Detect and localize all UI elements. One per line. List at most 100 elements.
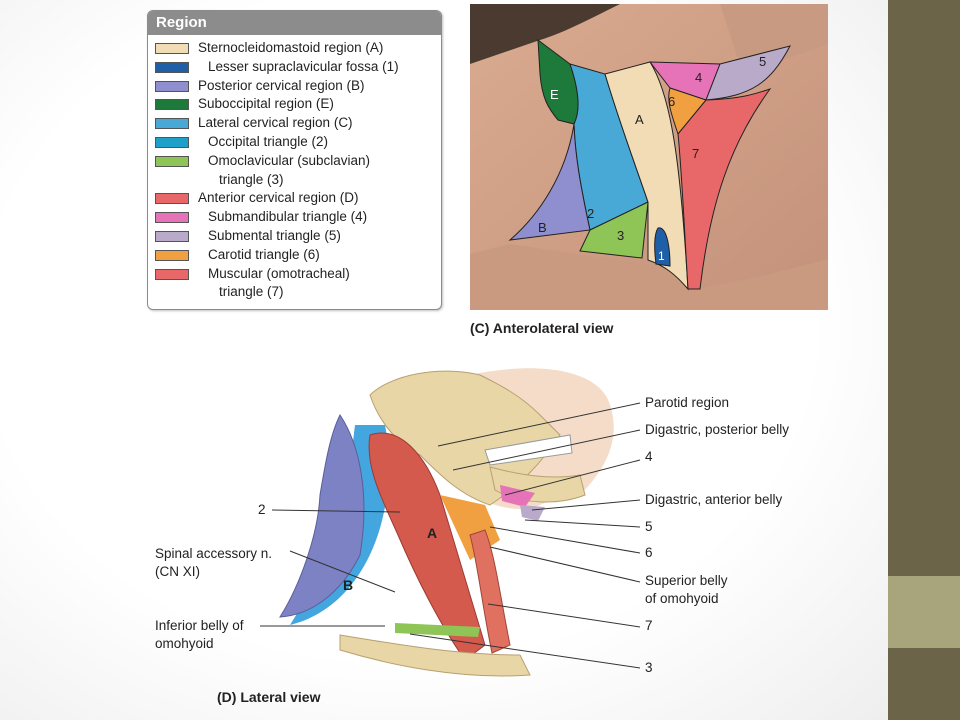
legend-label-text: Occipital triangle (2) xyxy=(208,133,329,149)
legend-swatch xyxy=(155,136,189,148)
label-1: 1 xyxy=(658,249,665,263)
annotation-7: 7 xyxy=(645,618,653,633)
legend-swatch xyxy=(155,212,189,224)
label-4: 4 xyxy=(695,70,702,85)
legend-item: Suboccipital region (E) xyxy=(155,95,441,114)
legend-label-text: Carotid triangle (6) xyxy=(208,246,320,262)
legend-label: Submental triangle (5) xyxy=(208,227,341,246)
legend-label: Omoclavicular (subclavian) triangle (3) xyxy=(208,152,370,190)
side-strip-top xyxy=(888,0,960,576)
lateral-caption: (D) Lateral view xyxy=(217,689,321,705)
legend-swatch xyxy=(155,43,189,54)
annotation-superior-omohyoid: Superior belly of omohyoid xyxy=(645,572,728,608)
legend-label: Anterior cervical region (D) xyxy=(198,189,359,208)
label-b: B xyxy=(538,220,547,235)
anterolateral-view: E A B 2 3 1 4 5 6 7 xyxy=(470,4,828,310)
annotation-3: 3 xyxy=(645,660,653,675)
legend-label-text: Lesser supraclavicular fossa (1) xyxy=(208,58,399,74)
annotation-spinal-accessory-line1: Spinal accessory n. xyxy=(155,546,273,561)
legend-label: Sternocleidomastoid region (A) xyxy=(198,39,383,58)
annotation-4: 4 xyxy=(645,449,653,464)
legend-label-continuation: triangle (3) xyxy=(219,171,284,187)
omoclavicular-triangle xyxy=(395,623,480,637)
legend-label: Lesser supraclavicular fossa (1) xyxy=(208,58,399,77)
legend-swatch xyxy=(155,230,189,242)
legend-label-text: Submandibular triangle (4) xyxy=(208,209,368,225)
annotation-5: 5 xyxy=(645,519,653,534)
annotation-inferior-omohyoid: Inferior belly of omohyoid xyxy=(155,617,244,653)
hair xyxy=(470,4,620,64)
legend-label-text: Anterior cervical region (D) xyxy=(198,190,359,206)
legend-swatch xyxy=(155,193,189,205)
label-3: 3 xyxy=(617,228,624,243)
legend-title: Region xyxy=(148,11,441,35)
label-e: E xyxy=(550,87,559,102)
legend-label-text: Submental triangle (5) xyxy=(208,227,341,243)
legend-swatch xyxy=(155,155,189,167)
label-5: 5 xyxy=(759,54,766,69)
legend-label: Muscular (omotracheal)triangle (7) xyxy=(208,265,350,303)
side-strip-bottom xyxy=(888,648,960,720)
legend-item: Sternocleidomastoid region (A) xyxy=(155,39,441,58)
legend-item: Lesser supraclavicular fossa (1) xyxy=(155,58,441,77)
label-7: 7 xyxy=(692,146,699,161)
annotation-digastric-anterior: Digastric, anterior belly xyxy=(645,492,783,507)
posterior-cervical-region-b xyxy=(508,123,591,241)
legend-label: Suboccipital region (E) xyxy=(198,95,334,114)
legend-list: Sternocleidomastoid region (A) Lesser sup… xyxy=(148,35,441,302)
annotation-spinal-accessory: Spinal accessory n. (CN XI) xyxy=(155,545,272,581)
annotation-parotid-region: Parotid region xyxy=(645,395,730,410)
muscular-triangle-7 xyxy=(677,88,772,290)
legend-swatch xyxy=(155,61,189,73)
legend-item: Muscular (omotracheal)triangle (7) xyxy=(155,265,441,303)
lateral-label-b: B xyxy=(343,577,353,593)
jaw xyxy=(720,4,828,66)
legend-label-text: Lateral cervical region (C) xyxy=(198,115,353,131)
submental-triangle xyxy=(520,505,545,521)
legend-label-text: Omoclavicular (subclavian) xyxy=(208,152,371,168)
legend-item: Omoclavicular (subclavian) triangle (3) xyxy=(155,152,441,190)
legend-item: Posterior cervical region (B) xyxy=(155,77,441,96)
region-legend: Region Sternocleidomastoid region (A) Les… xyxy=(147,10,442,310)
annotation-inferior-omohyoid-line1: Inferior belly of xyxy=(155,618,244,633)
shoulders xyxy=(470,244,828,310)
legend-label-continuation: triangle (7) xyxy=(219,284,284,300)
annotation-superior-omohyoid-line1: Superior belly xyxy=(645,573,728,588)
legend-item: Submental triangle (5) xyxy=(155,227,441,246)
legend-swatch xyxy=(155,249,189,261)
anterolateral-caption: (C) Anterolateral view xyxy=(470,320,614,336)
omoclavicular-triangle-3 xyxy=(579,201,649,259)
legend-item: Carotid triangle (6) xyxy=(155,246,441,265)
legend-label: Submandibular triangle (4) xyxy=(208,208,367,227)
label-a: A xyxy=(635,112,644,127)
annotation-6: 6 xyxy=(645,545,653,560)
lesser-supraclavicular-fossa-1 xyxy=(654,227,671,267)
side-strip-middle xyxy=(888,576,960,648)
lateral-cervical-blue xyxy=(290,425,389,625)
legend-label-text: Suboccipital region (E) xyxy=(198,96,334,112)
legend-label: Posterior cervical region (B) xyxy=(198,77,365,96)
legend-item: Occipital triangle (2) xyxy=(155,133,441,152)
annotation-inferior-omohyoid-line2: omohyoid xyxy=(155,636,214,651)
legend-item: Submandibular triangle (4) xyxy=(155,208,441,227)
legend-label: Carotid triangle (6) xyxy=(208,246,320,265)
legend-swatch xyxy=(155,118,189,130)
lateral-view: A B xyxy=(279,368,614,677)
legend-item: Anterior cervical region (D) xyxy=(155,189,441,208)
annotation-digastric-posterior: Digastric, posterior belly xyxy=(645,422,790,437)
legend-swatch xyxy=(155,99,189,111)
legend-swatch xyxy=(155,80,189,92)
legend-label: Occipital triangle (2) xyxy=(208,133,328,152)
annotation-superior-omohyoid-line2: of omohyoid xyxy=(645,591,719,606)
annotation-spinal-accessory-line2: (CN XI) xyxy=(155,564,200,579)
legend-label-text: Posterior cervical region (B) xyxy=(198,77,365,93)
legend-label: Lateral cervical region (C) xyxy=(198,114,353,133)
legend-item: Lateral cervical region (C) xyxy=(155,114,441,133)
lateral-label-a: A xyxy=(427,525,437,541)
legend-label-text: Sternocleidomastoid region (A) xyxy=(198,40,384,55)
sternocleidomastoid-region-a xyxy=(604,61,689,291)
annotation-2: 2 xyxy=(258,502,266,517)
legend-swatch xyxy=(155,268,189,280)
label-6: 6 xyxy=(668,94,675,109)
label-2: 2 xyxy=(587,206,594,221)
